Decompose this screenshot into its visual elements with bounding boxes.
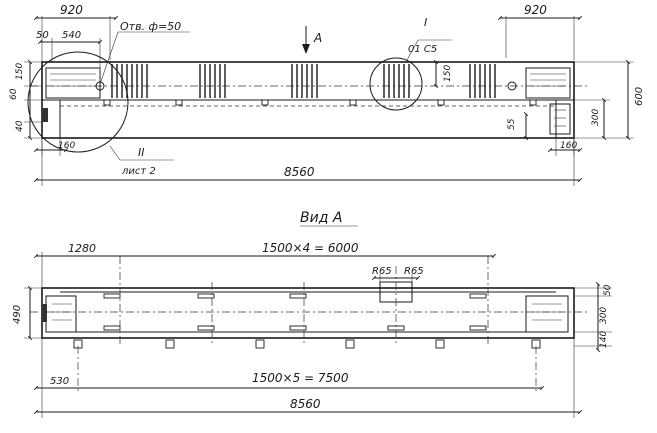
callout-ii-numeral: II [138, 146, 145, 159]
dim-right-300-a: 300 [599, 307, 609, 324]
callout-circle-ii [27, 51, 129, 153]
dim-left-60: 60 [9, 88, 19, 100]
stirrup-group-1 [111, 64, 148, 98]
dim-r65-a: R65 [372, 266, 392, 277]
dim-50: 50 [36, 30, 49, 41]
dim-left-160: 160 [58, 141, 75, 151]
hole-note: Отв. ф=50 [120, 20, 181, 33]
view-a: Вид А [12, 210, 613, 418]
view-a-title: Вид А [300, 210, 342, 226]
dim-right-300: 300 [591, 109, 601, 126]
view-arrow-label: A [313, 31, 322, 45]
stirrup-group-5 [469, 64, 496, 98]
dim-right-55: 55 [507, 118, 517, 130]
stirrup-group-3 [291, 64, 318, 98]
callout-i-ref: 01 С5 [408, 44, 437, 55]
dim-left-40: 40 [15, 120, 25, 132]
beam-outline-view-a [41, 287, 575, 339]
dim-r65-b: R65 [404, 266, 424, 277]
dim-right-140: 140 [599, 331, 609, 348]
top-view: 920 50 540 Отв. ф=50 A I 01 С5 II лист 2… [9, 3, 645, 186]
dim-view-a-overall: 8560 [290, 397, 321, 411]
dim-top-overall: 8560 [284, 165, 315, 179]
dim-right-150: 150 [443, 65, 453, 82]
dim-top-spacing: 1500×4 = 6000 [262, 241, 359, 255]
dim-right-600: 600 [634, 87, 645, 106]
dim-right-160: 160 [560, 141, 577, 151]
callout-circle-i [369, 57, 423, 111]
callout-i-numeral: I [424, 16, 427, 29]
dim-left-150: 150 [15, 63, 25, 80]
dim-1280: 1280 [68, 242, 96, 255]
dim-right-920: 920 [524, 3, 547, 17]
stirrup-group-4 [383, 64, 410, 98]
hole-right [507, 81, 517, 91]
dim-left-490: 490 [12, 305, 23, 324]
stirrup-group-2 [199, 64, 226, 98]
callout-ii-ref: лист 2 [121, 166, 156, 177]
dim-left-920: 920 [60, 3, 83, 17]
dim-right-50: 50 [603, 284, 613, 296]
dim-bottom-spacing: 1500×5 = 7500 [252, 371, 349, 385]
dim-540: 540 [62, 30, 81, 41]
dim-530: 530 [50, 376, 69, 387]
